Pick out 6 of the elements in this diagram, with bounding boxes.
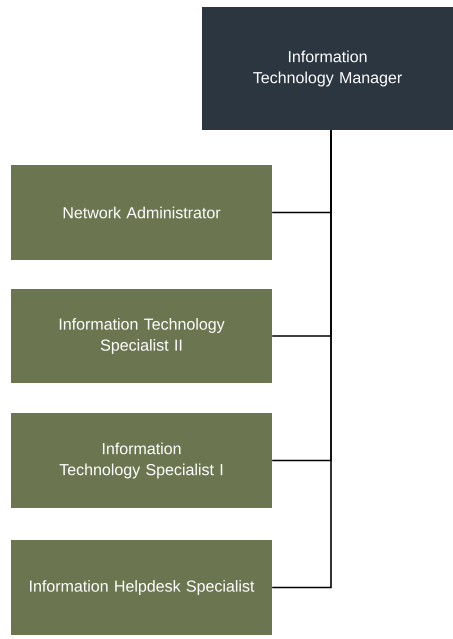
position-box: Information Technology Specialist I bbox=[11, 413, 272, 508]
position-box: Information Helpdesk Specialist bbox=[11, 540, 272, 635]
connector-line bbox=[272, 130, 332, 588]
position-box: Information Technology Specialist II bbox=[11, 289, 272, 383]
manager-box: Information Technology Manager bbox=[202, 7, 453, 130]
position-box: Network Administrator bbox=[11, 165, 272, 260]
